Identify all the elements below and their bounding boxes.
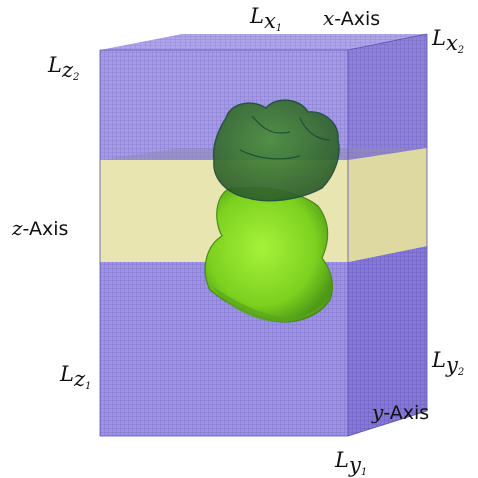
- label-ly1: Ly1: [335, 448, 368, 478]
- green-object-top-ridge: [239, 115, 331, 160]
- label-lz1: Lz1: [60, 362, 92, 392]
- label-lx2: Lx2: [432, 26, 465, 56]
- x-axis-label: x-Axis: [323, 6, 381, 30]
- upper-block-side: [348, 34, 427, 160]
- green-object-shade: [212, 286, 328, 323]
- middle-slab-side: [348, 148, 427, 262]
- block-edges: [99, 33, 428, 437]
- green-object-lower: [204, 187, 334, 323]
- z-axis-label: z-Axis: [12, 216, 69, 240]
- label-lx1: Lx1: [250, 4, 283, 34]
- upper-block-top: [100, 34, 427, 50]
- green-object-top: [212, 99, 340, 202]
- lower-block-side: [348, 246, 427, 436]
- label-lz2: Lz2: [48, 53, 80, 83]
- y-axis-label: y-Axis: [372, 400, 430, 424]
- green-object-body: [204, 187, 334, 323]
- green-object-upper: [212, 99, 340, 202]
- label-ly2: Ly2: [432, 348, 465, 378]
